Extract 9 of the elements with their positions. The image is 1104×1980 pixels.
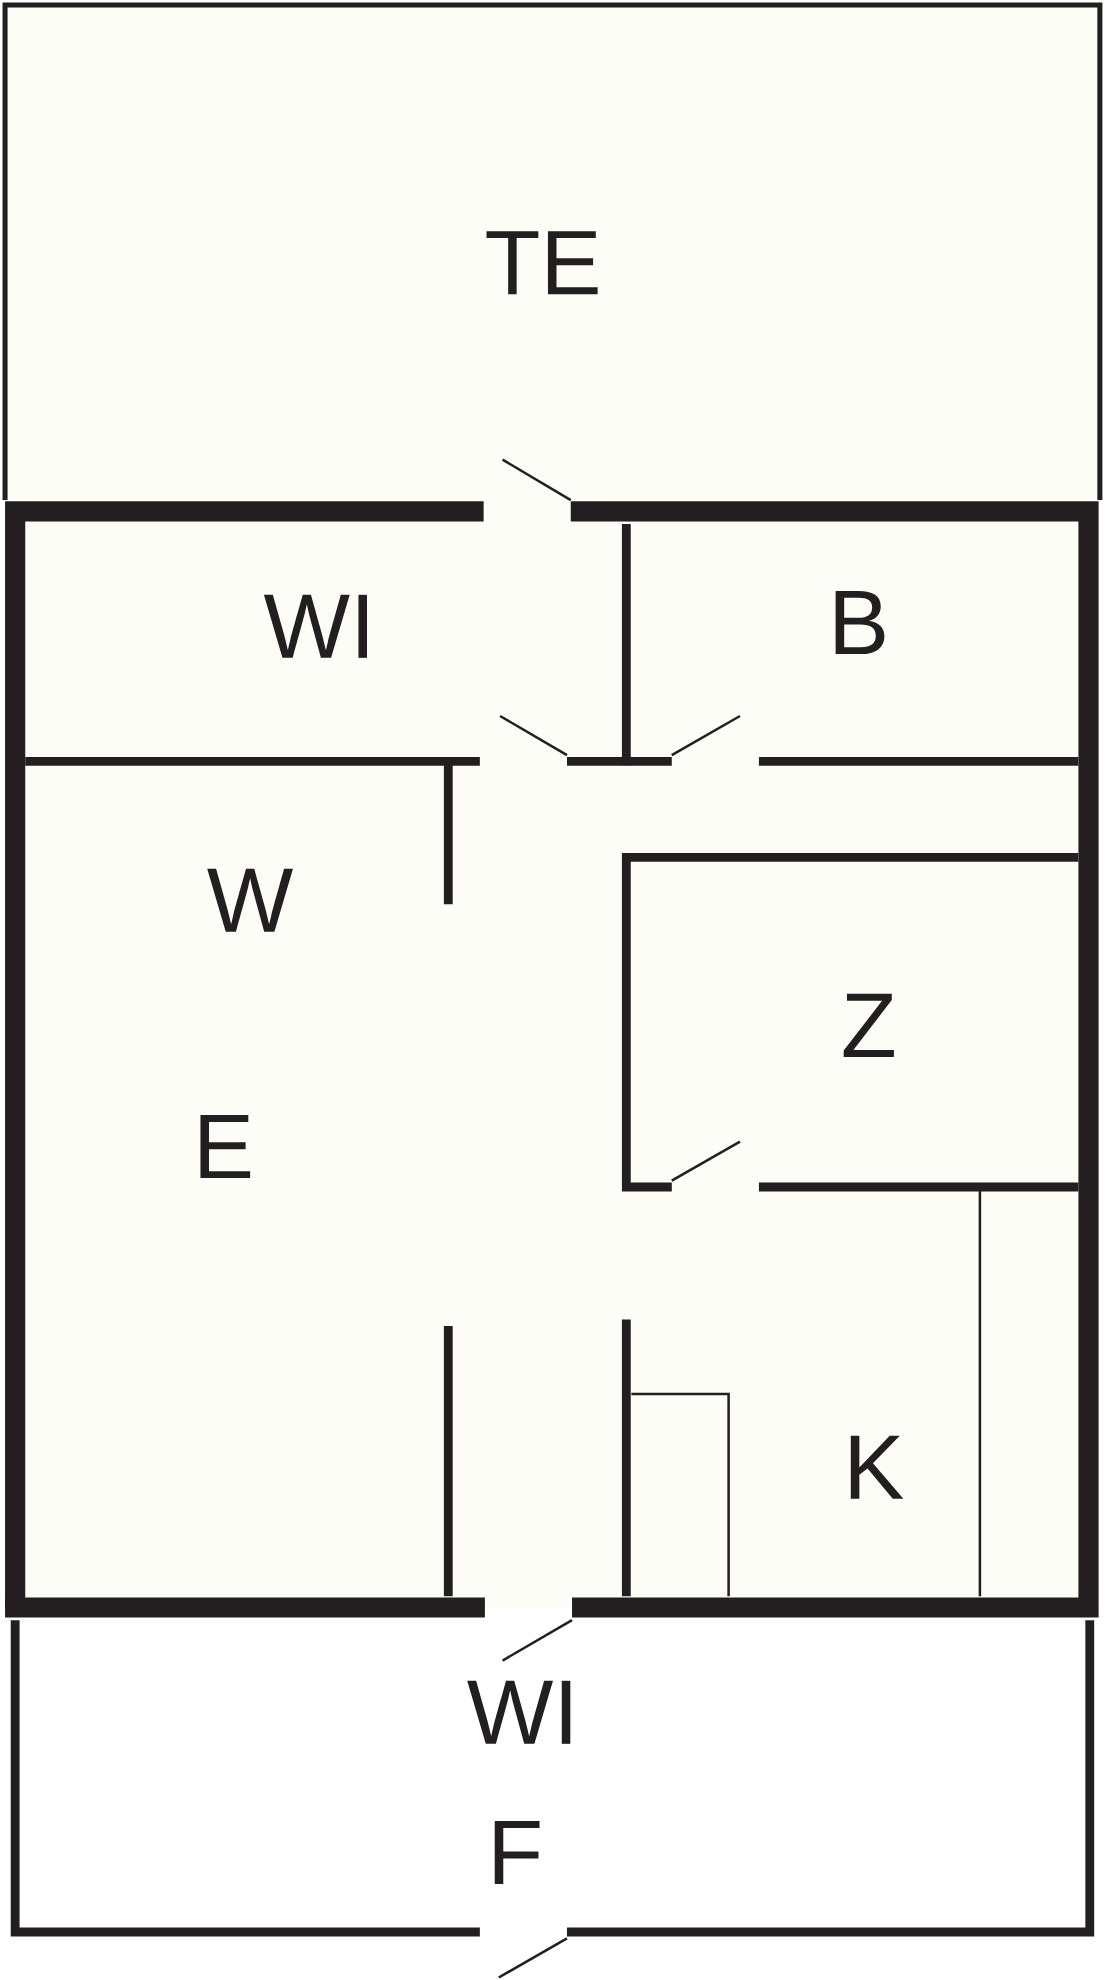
room-label: Z xyxy=(843,993,895,1057)
room-label: F xyxy=(494,1820,540,1884)
room-label: TE xyxy=(486,231,598,295)
room-label: E xyxy=(200,1115,251,1179)
room-label: WI xyxy=(467,1680,571,1744)
room-label: K xyxy=(850,1435,904,1499)
room-label: B xyxy=(835,591,885,655)
room-label: W xyxy=(207,868,294,932)
room-label: WI xyxy=(264,594,368,658)
